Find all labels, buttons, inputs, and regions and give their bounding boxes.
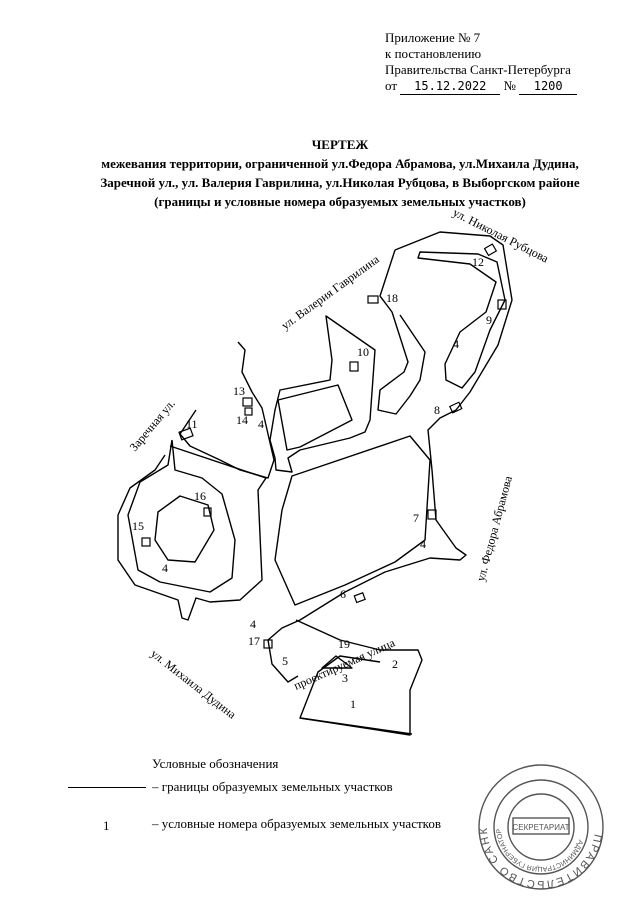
parcel-rect-15 [141,537,151,547]
appendix-line3: Правительства Санкт-Петербурга [385,62,571,77]
parcel-boundary-gavrilina [377,249,426,415]
parcel-number-2: 2 [392,657,398,671]
title-heading: ЧЕРТЕЖ [311,137,369,152]
parcel-number-4d: 4 [162,561,168,575]
decree-date: 15.12.2022 [400,78,501,95]
parcel-number-13: 13 [233,384,245,398]
parcel-boundary-10 [269,315,376,473]
number-prefix: № [503,78,516,93]
parcel-rect-11 [178,427,194,441]
parcel-boundary-inner-sq [277,384,353,451]
stamp-center-text: СЕКРЕТАРИАТ [512,823,569,832]
stamp-ring-text: ПРАВИТЕЛЬСТВО САНКТ-ПЕТЕРБУРГА [0,0,602,890]
parcel-rect-6 [353,592,366,604]
parcel-number-16: 16 [194,489,206,503]
document-title: ЧЕРТЕЖ межевания территории, ограниченно… [60,135,620,211]
appendix-line2: к постановлению [385,46,482,61]
parcel-number-5: 5 [282,654,288,668]
parcel-number-12: 12 [472,255,484,269]
parcel-rect-16 [203,507,212,517]
title-line2: Заречной ул., ул. Валерия Гаврилина, ул.… [100,175,580,190]
legend-boundary-text: – границы образуемых земельных участков [152,779,393,794]
decree-number: 1200 [519,78,578,95]
parcel-number-4a: 4 [453,337,459,351]
parcel-boundary-south [295,619,423,736]
parcel-number-6: 6 [340,587,346,601]
parcel-rect-7 [427,509,437,520]
parcel-number-11: 11 [186,417,198,431]
parcel-rect-17 [263,639,273,649]
parcel-boundary-13 [179,341,275,479]
parcel-number-7: 7 [413,511,419,525]
parcel-number-3: 3 [342,671,348,685]
parcel-boundary-west [127,439,236,593]
parcel-number-19: 19 [338,637,350,651]
parcel-number-4b: 4 [258,417,264,431]
street-abramova: ул. Федора Абрамова [473,474,515,583]
parcel-rect-13 [242,397,253,407]
parcel-number-8: 8 [434,403,440,417]
parcel-boundary-ne-inner [417,251,506,389]
parcel-number-14: 14 [236,413,248,427]
parcel-number-15: 15 [132,519,144,533]
appendix-line1: Приложение № 7 [385,30,481,45]
parcel-rect-12 [483,243,498,257]
parcel-number-10: 10 [357,345,369,359]
street-zarechnaya: Заречная ул. [127,397,178,454]
parcel-boundary-19 [321,655,353,669]
parcel-number-18: 18 [386,291,398,305]
street-rubtsova: ул. Николая Рубцова [451,205,552,266]
parcel-rect-9 [497,299,507,310]
parcel-boundary-ne [267,231,513,683]
street-gavrilina: ул. Валерия Гаврилина [279,252,383,333]
date-prefix: от [385,78,398,93]
title-line1: межевания территории, ограниченной ул.Фе… [101,156,579,171]
parcel-number-9: 9 [486,313,492,327]
legend-numbers-text: – условные номера образуемых земельных у… [152,816,441,831]
parcel-number-4c: 4 [420,537,426,551]
parcel-rect-14 [244,407,253,416]
parcel-boundary-west-outer [117,445,267,621]
title-line3: (границы и условные номера образуемых зе… [154,194,526,209]
parcel-boundary-1 [299,717,413,735]
parcel-boundary-15 [154,495,215,563]
appendix-block: Приложение № 7 к постановлению Правитель… [385,30,578,95]
parcel-number-17: 17 [248,634,260,648]
legend-boundary-line [68,787,146,788]
parcel-rect-8 [448,401,463,414]
appendix-date-line: от 15.12.2022 № 1200 [385,78,578,95]
stamp-inner-text: АДМИНИСТРАЦИЯ ГУБЕРНАТОРА САНКТ-ПЕТЕРБУР… [0,0,584,872]
parcel-rect-18 [367,295,379,304]
parcel-number-1: 1 [350,697,356,711]
parcel-boundary-center [274,435,431,606]
seal-stamp [478,764,604,890]
street-dudina: ул. Михаила Дудина [148,646,239,722]
legend-title: Условные обозначения [152,756,279,771]
legend-sample-number: 1 [103,818,110,833]
parcel-number-4e: 4 [250,617,256,631]
parcel-rect-10 [349,361,359,372]
